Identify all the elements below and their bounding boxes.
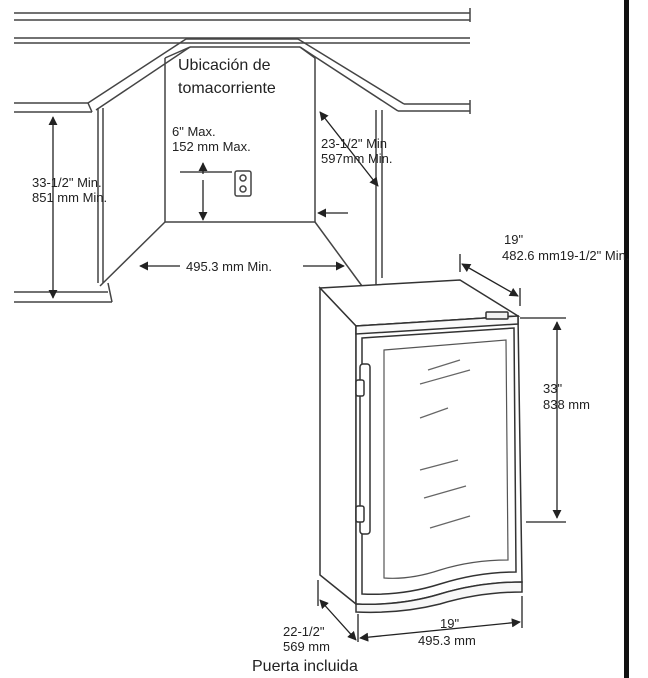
unit-width-dimension [357,596,523,642]
side-min-label-line2: 597mm Min. [321,151,393,166]
outlet-max-label-line2: 152 mm Max. [172,139,251,154]
unit-width-label-line1: 19" [440,616,459,631]
wall-outlet [234,170,252,197]
width-min-label: 495.3 mm Min. [186,259,272,274]
unit-depth-label-line2: 569 mm [283,639,330,654]
outlet-title-line1: Ubicación de [178,57,271,74]
side-min-dimension [317,111,379,218]
unit-depth-label-line1: 22-1/2" [283,624,325,639]
side-min-label-line1: 23-1/2" Min [321,136,387,151]
top-depth-label-line2: 482.6 mm19-1/2" Min. [502,248,629,263]
outlet-title-line2: tomacorriente [178,80,276,97]
beverage-cooler [318,279,523,614]
unit-height-label-line2: 838 mm [543,397,590,412]
height-min-label-line2: 851 mm Min. [32,190,107,205]
unit-height-dimension [520,317,566,523]
unit-width-label-line2: 495.3 mm [418,633,476,648]
outlet-max-label-line1: 6" Max. [172,124,216,139]
unit-depth-top-dimension [459,254,521,306]
top-depth-label-line1: 19" [504,232,523,247]
niche-side-walls [14,108,383,303]
upper-cabinet [14,38,471,114]
door-included-label: Puerta incluida [252,658,358,675]
glass-reflections [419,359,471,529]
niche-back-wall [164,46,316,223]
height-min-label-line1: 33-1/2" Min. [32,175,102,190]
ceiling-shelf [14,8,471,44]
unit-depth-bottom-dimension [317,580,357,641]
unit-height-label-line1: 33" [543,381,562,396]
frame-border-right [624,0,629,678]
outlet-max-dimension [180,162,232,221]
